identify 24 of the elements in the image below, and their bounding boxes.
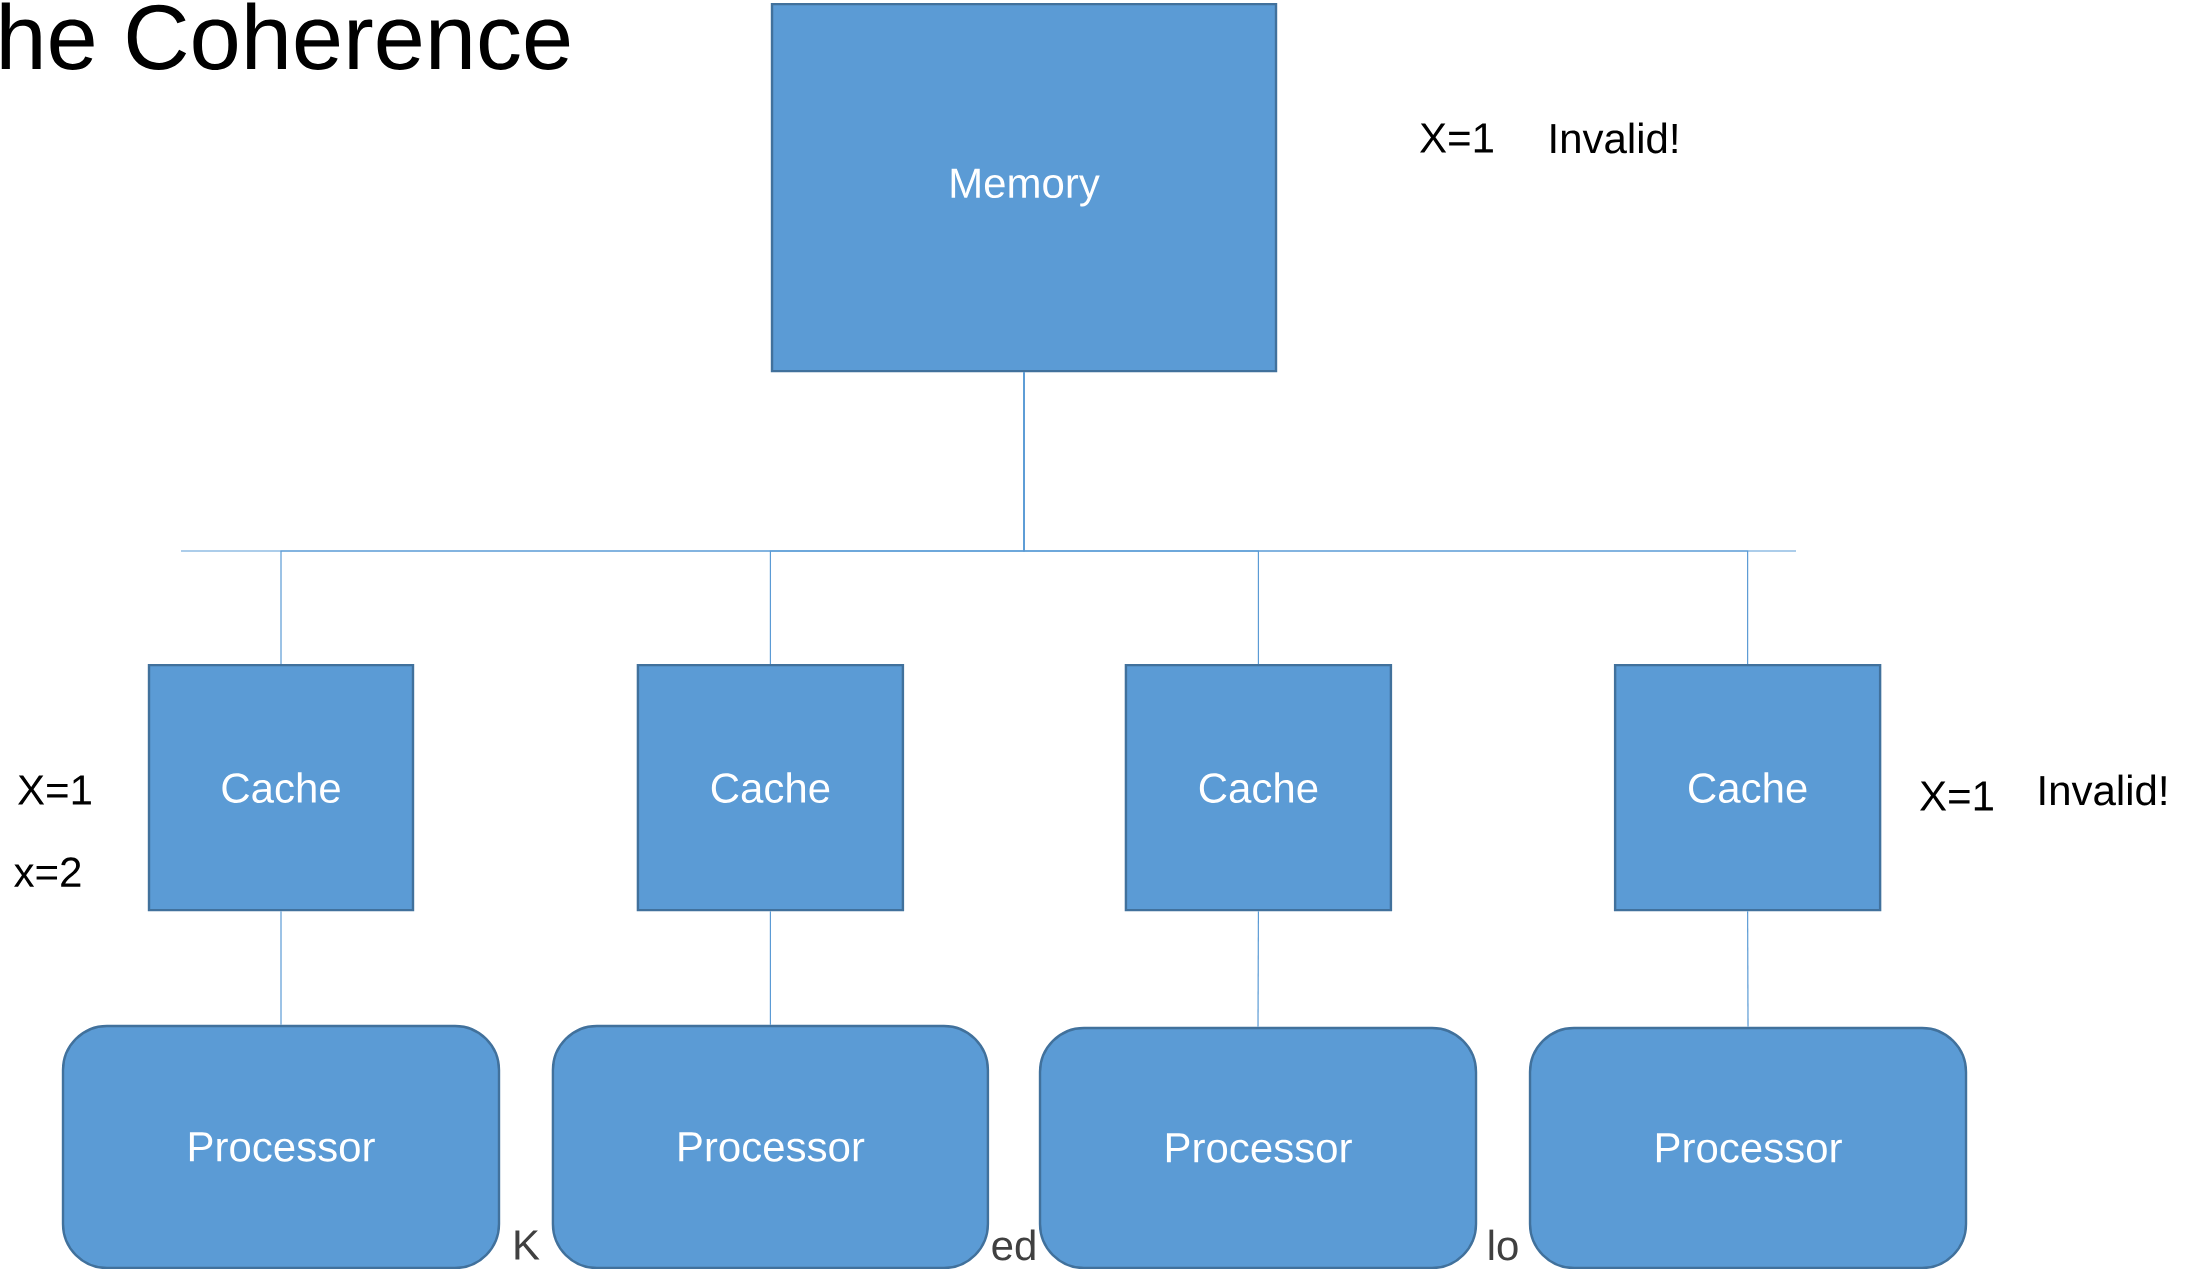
annotation-text: Invalid! [2040, 774, 2166, 806]
connector-line [1257, 910, 1259, 1028]
cache-box: Cache [636, 663, 905, 912]
cache-box: Cache [1613, 663, 1882, 912]
connector-line [280, 910, 282, 1026]
annotation-text: X=1 [1920, 781, 1993, 811]
connector-line [1747, 910, 1749, 1028]
processor-box: Processor [551, 1024, 990, 1269]
annotation-text: X=1 [18, 775, 91, 805]
annotation-text: Invalid! [1551, 122, 1677, 154]
footer-text: K [515, 1230, 540, 1260]
memory-box: Memory [770, 2, 1278, 373]
processor-box: Processor [1038, 1026, 1478, 1269]
slide-title: he Coherence [1, 2, 570, 70]
processor-box: Processor [61, 1024, 501, 1269]
cache-box: Cache [1124, 663, 1393, 912]
connector-line [1023, 371, 1749, 665]
cache-box: Cache [147, 663, 415, 912]
footer-text: lo [1489, 1229, 1518, 1261]
annotation-text: X=1 [1420, 123, 1493, 153]
footer-text: ed [992, 1229, 1035, 1261]
connector-line [769, 910, 771, 1026]
annotation-text: x=2 [14, 857, 81, 887]
processor-box: Processor [1528, 1026, 1968, 1269]
